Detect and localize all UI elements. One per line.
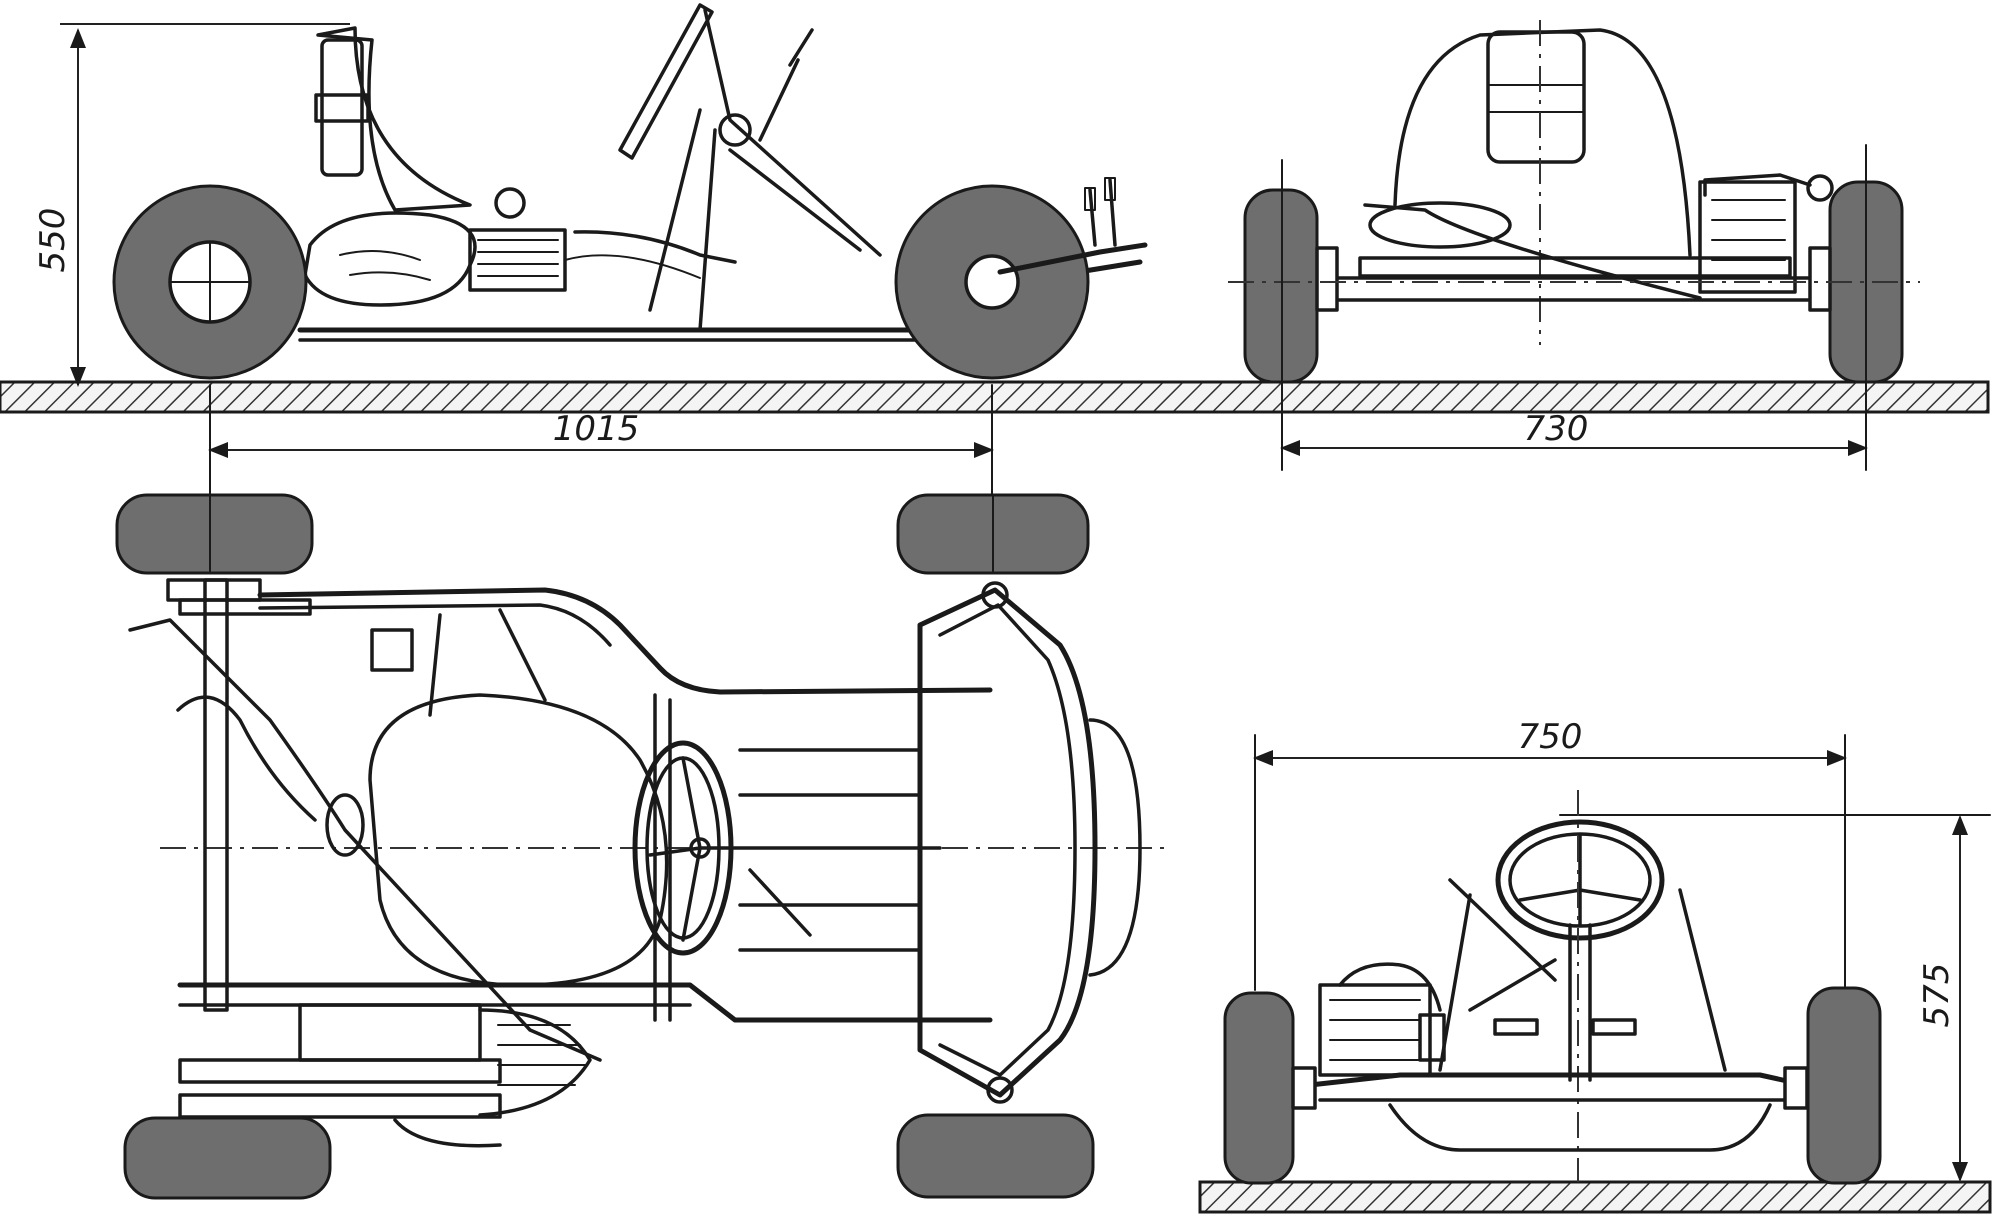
- rear-track-label: 730: [1524, 409, 1589, 449]
- ground-side: [0, 380, 1990, 414]
- ground-front: [1198, 1180, 1992, 1214]
- front-bumper: [917, 587, 1098, 1098]
- front-right-wheel: [1806, 986, 1882, 1185]
- seat-top: [368, 693, 669, 987]
- seat-rear: [1393, 28, 1692, 257]
- front-height-label: 575: [1917, 963, 1957, 1028]
- exhaust-top: [128, 618, 602, 1062]
- engine-top: [298, 1003, 482, 1062]
- top-rear-left-wheel: [115, 493, 314, 575]
- steering-wheel-front: [1495, 819, 1665, 941]
- top-rear-right-wheel: [123, 1116, 332, 1200]
- top-front-right-wheel: [896, 1113, 1095, 1199]
- front-track-label: 750: [1518, 717, 1583, 757]
- rear-view: 730: [1228, 20, 1920, 471]
- top-view: [115, 493, 1170, 1200]
- engine-cowl: [303, 211, 477, 307]
- side-view: 550: [33, 3, 1148, 387]
- engine-rear: [1698, 180, 1797, 294]
- front-left-wheel: [1223, 991, 1295, 1185]
- engine-front: [1318, 983, 1432, 1077]
- fuel-tank-rear: [1486, 30, 1586, 164]
- frame-top: [257, 587, 993, 695]
- front-view: 750 575: [1223, 717, 1991, 1185]
- fuel-tank-side: [320, 38, 364, 177]
- seat-back: [316, 26, 472, 212]
- steering-wheel-side: [618, 3, 714, 160]
- wheelbase-label: 1015: [553, 409, 640, 449]
- height-dim-label: 550: [33, 208, 73, 273]
- front-axle: [1307, 1072, 1808, 1088]
